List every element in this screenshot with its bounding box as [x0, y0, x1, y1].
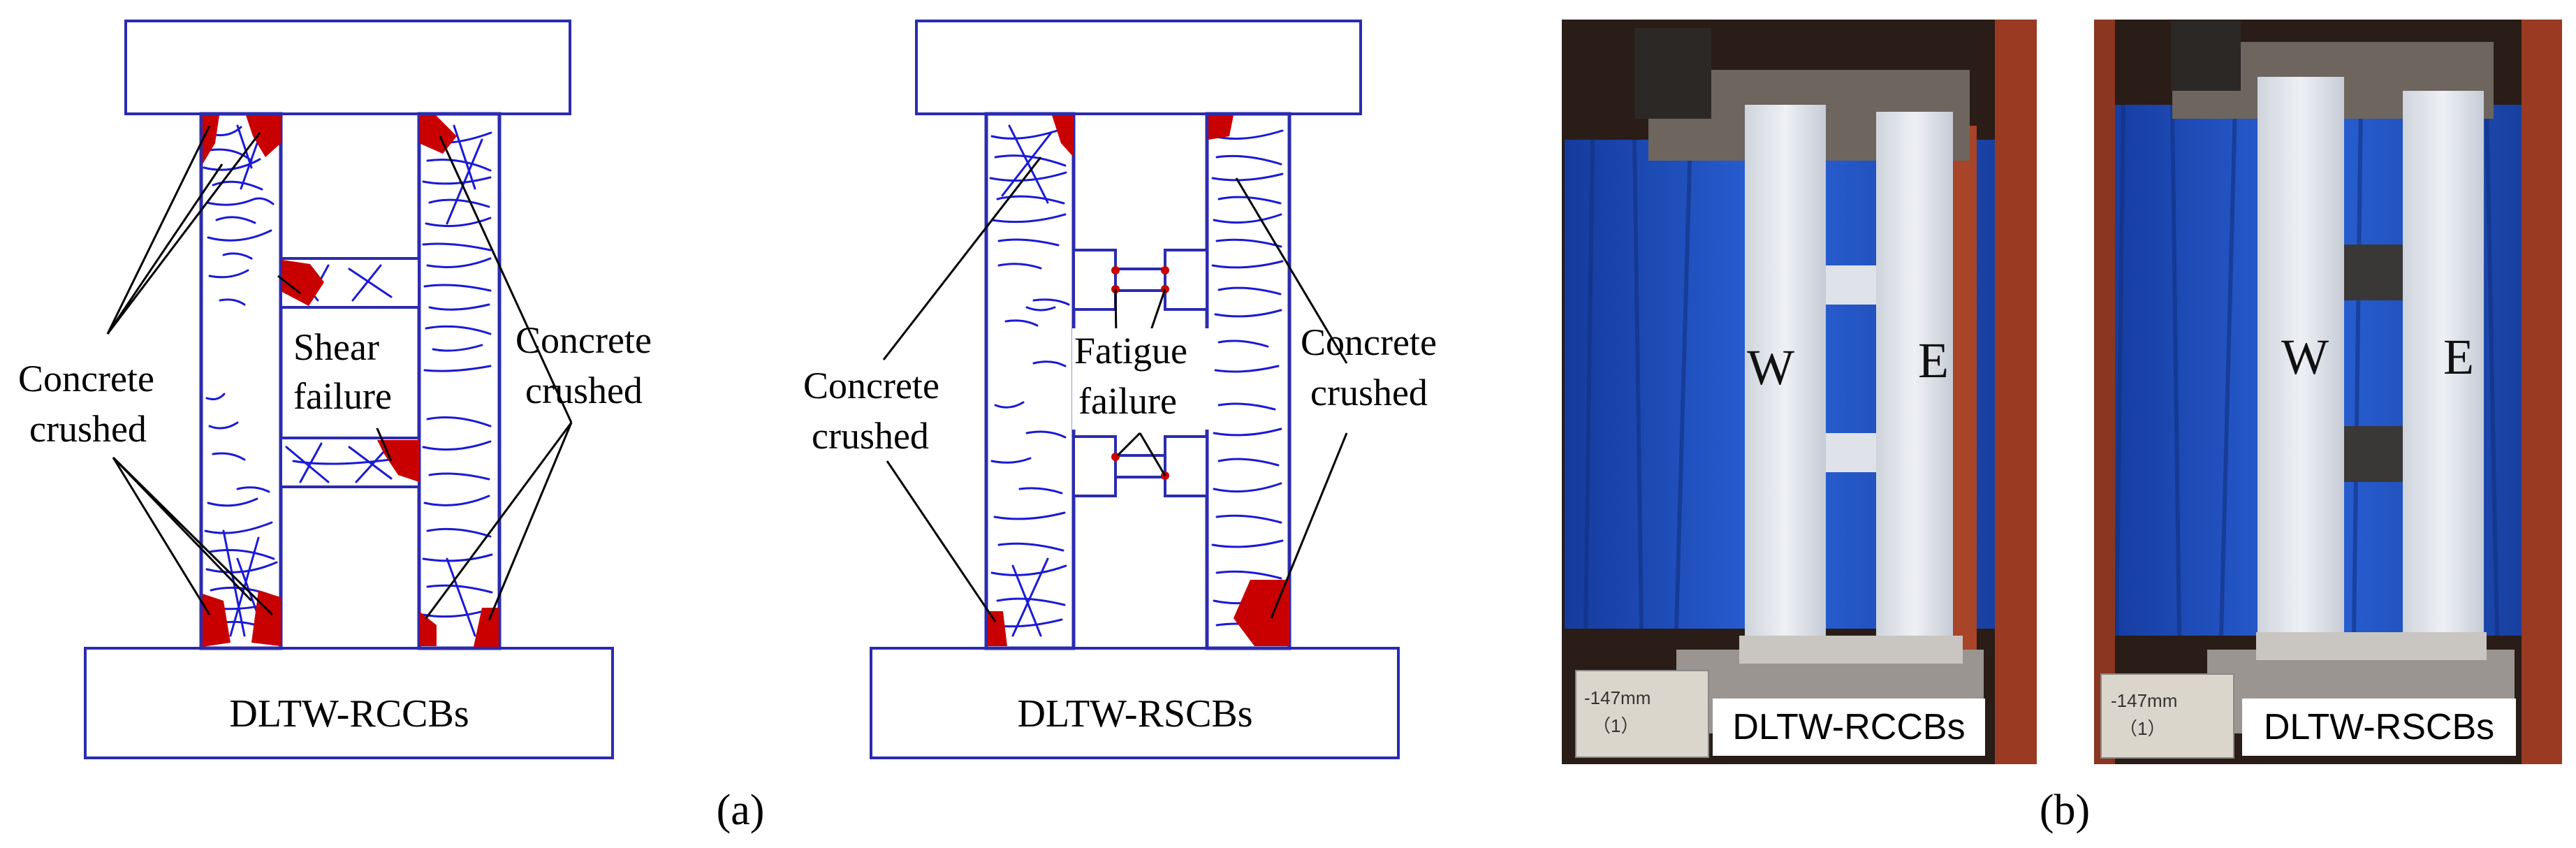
- top-loading-beam: [124, 20, 571, 115]
- label-concrete-crushed-east-line2: crushed: [525, 370, 643, 411]
- label-west: W: [2281, 329, 2329, 385]
- id-tag: [1575, 670, 1709, 758]
- coupling-beam-lower: [1826, 433, 1876, 472]
- id-tag-text-2: （1）: [2119, 718, 2165, 739]
- actuator: [1634, 28, 1711, 119]
- label-concrete-crushed-west-line1: Concrete: [18, 358, 154, 400]
- east-wall-pier: [417, 112, 502, 650]
- actuator: [2171, 21, 2241, 91]
- diagram-rscbs: Concrete crushed Fatigue failure Concret…: [803, 20, 1437, 759]
- lower-steel-coupling-beam: [1072, 435, 1208, 497]
- crack-pattern: [203, 124, 493, 637]
- upper-steel-coupling-beam: [1072, 249, 1208, 311]
- top-loading-beam: [915, 20, 1362, 115]
- id-tag: [2100, 673, 2234, 759]
- debris: [2256, 632, 2487, 660]
- label-concrete-crushed-west-line2: crushed: [29, 408, 147, 450]
- label-concrete-crushed-west-line1: Concrete: [803, 365, 939, 407]
- label-concrete-crushed-east-line2: crushed: [1310, 372, 1428, 414]
- crushed-zones: [203, 115, 499, 647]
- label-box: [2242, 699, 2516, 756]
- id-tag-text-1: -147mm: [2111, 690, 2177, 711]
- label-bg-shear: [286, 325, 409, 428]
- crushed-zones: [988, 115, 1289, 646]
- east-wall: [1876, 112, 1953, 650]
- steel-coupling-beam-lower: [2344, 426, 2403, 482]
- coupling-beam-upper: [1826, 265, 1876, 305]
- photo-rscbs: DLTW-RSCBs -147mm （1） W E: [2094, 20, 2562, 764]
- steel-frame-left: [2094, 20, 2115, 764]
- specimen-name-rccbs: DLTW-RCCBs: [229, 692, 469, 736]
- photo-name-rscbs: DLTW-RSCBs: [2264, 707, 2494, 747]
- id-tag-text-2: （1）: [1593, 715, 1639, 736]
- west-wall: [1745, 105, 1826, 650]
- east-wall: [2403, 91, 2484, 650]
- west-wall: [2257, 77, 2344, 650]
- caption-b: (b): [2040, 787, 2090, 834]
- east-wall-pier: [1205, 112, 1291, 650]
- steel-coupling-beam-upper: [2344, 244, 2403, 300]
- photo-rccbs: DLTW-RCCBs -147mm （1） W E: [1562, 20, 2037, 764]
- label-west: W: [1747, 339, 1794, 395]
- label-shear-failure-line2: failure: [293, 375, 392, 417]
- diagram-rccbs: Concrete crushed Shear failure Concrete …: [18, 20, 652, 759]
- label-fatigue-failure-line1: Fatigue: [1074, 330, 1187, 372]
- photo-name-rccbs: DLTW-RCCBs: [1732, 707, 1965, 747]
- label-concrete-crushed-east-line1: Concrete: [1301, 321, 1437, 363]
- label-concrete-crushed-west-line2: crushed: [812, 415, 929, 457]
- crack-pattern: [989, 124, 1284, 637]
- base-beam: [870, 647, 1400, 759]
- label-shear-failure-line1: Shear: [293, 326, 379, 368]
- specimen-name-rscbs: DLTW-RSCBs: [1017, 692, 1252, 736]
- label-concrete-crushed-east-line1: Concrete: [515, 319, 652, 361]
- steel-frame-right: [1995, 20, 2037, 764]
- steel-frame-right-inner: [1949, 126, 1977, 685]
- label-bg-fatigue: [1072, 328, 1209, 430]
- leader-lines: [106, 125, 573, 621]
- label-fatigue-failure-line2: failure: [1078, 380, 1177, 422]
- steel-frame-right: [2522, 20, 2562, 764]
- id-tag-text-1: -147mm: [1584, 687, 1651, 708]
- label-box: [1713, 699, 1985, 756]
- caption-a: (a): [717, 787, 765, 834]
- label-east: E: [2443, 329, 2474, 385]
- base-beam: [84, 647, 614, 759]
- debris: [1739, 636, 1963, 664]
- label-east: E: [1918, 332, 1949, 388]
